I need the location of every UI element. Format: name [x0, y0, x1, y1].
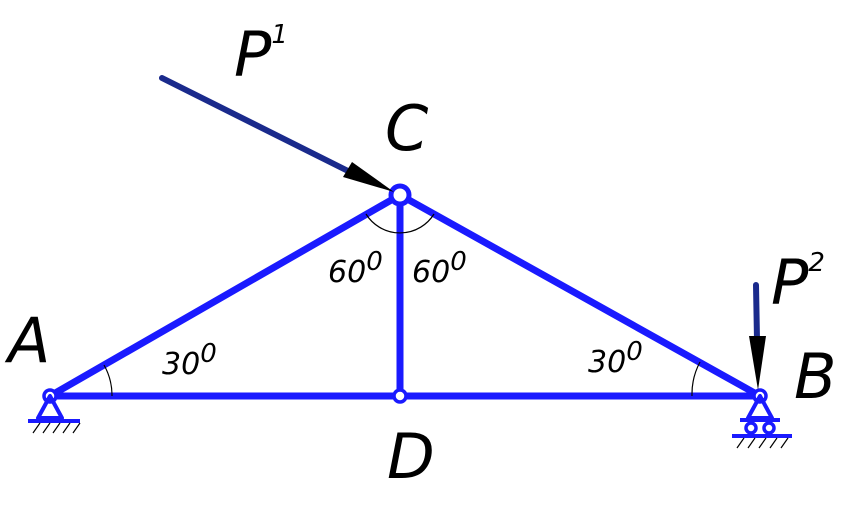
force-symbol-P1: P — [234, 18, 272, 91]
force-arrowhead-P1 — [343, 162, 394, 192]
force-index-P1: 1 — [271, 20, 288, 50]
support-triangle-A — [36, 394, 64, 420]
joint-C — [388, 183, 412, 207]
force-arrow-P1 — [159, 75, 394, 192]
member-AC — [46, 191, 404, 400]
force-shaft-P1 — [159, 75, 353, 175]
angle-label-C-left: 600 — [328, 247, 383, 290]
ground-hatch-A — [32, 422, 81, 434]
joints — [42, 183, 768, 404]
angle-value-C-left: 60 — [328, 255, 366, 290]
angle-arcs — [103, 213, 701, 397]
force-shaft-P2 — [753, 282, 760, 343]
degree-mark-B: 0 — [626, 337, 643, 367]
node-label-D: D — [387, 420, 435, 493]
force-label-P1: P1 — [234, 18, 288, 91]
angle-value-A: 30 — [162, 347, 200, 382]
ground-hatch-B — [736, 437, 789, 449]
angle-value-C-right: 60 — [412, 255, 450, 290]
force-symbol-P2: P — [771, 246, 809, 319]
force-label-P2: P2 — [771, 246, 825, 319]
angle-arc-B — [691, 361, 701, 397]
force-arrow-P2 — [749, 282, 766, 390]
member-CB — [396, 191, 764, 400]
pinned-support-A — [28, 394, 81, 434]
roller-right-B — [762, 421, 776, 435]
joint-D — [392, 388, 408, 404]
angle-arc-A — [103, 364, 113, 397]
angle-label-A: 300 — [162, 339, 217, 382]
angle-label-B: 300 — [588, 337, 643, 380]
degree-mark-C-left: 0 — [366, 247, 383, 277]
node-label-B: B — [794, 340, 837, 413]
degree-mark-A: 0 — [200, 339, 217, 369]
force-index-P2: 2 — [808, 248, 825, 278]
node-label-C: C — [385, 92, 429, 165]
force-arrowhead-P2 — [749, 336, 766, 390]
truss-members — [46, 191, 764, 400]
degree-mark-C-right: 0 — [450, 247, 467, 277]
angle-value-B: 30 — [588, 345, 626, 380]
angle-arc-C — [365, 213, 435, 234]
node-label-A: A — [4, 304, 50, 377]
roller-support-B — [732, 394, 792, 449]
angle-label-C-right: 600 — [412, 247, 467, 290]
roller-left-B — [744, 421, 758, 435]
